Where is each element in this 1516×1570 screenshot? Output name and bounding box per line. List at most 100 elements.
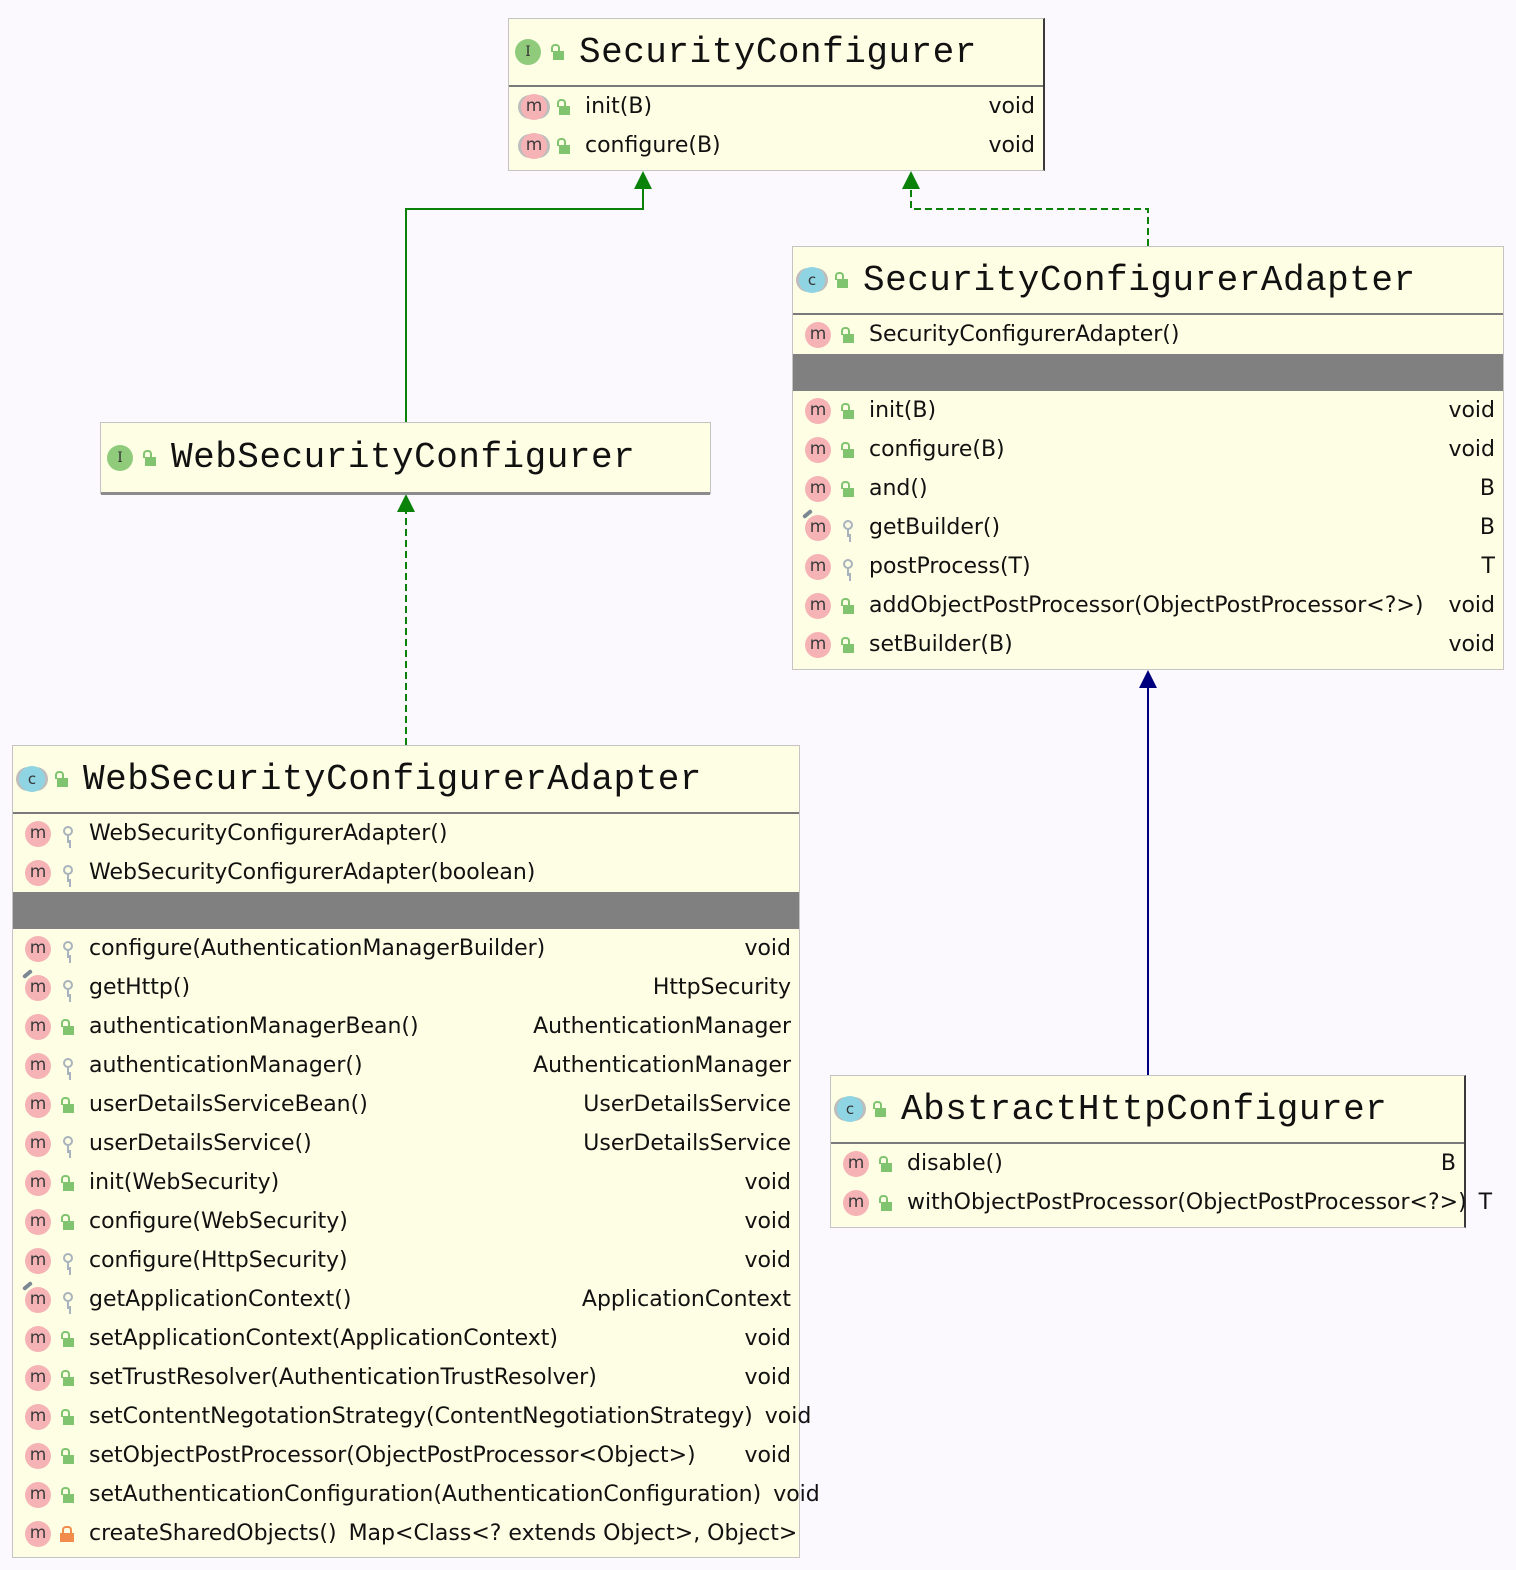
public-unlocked-icon xyxy=(839,480,855,498)
method-icon: m xyxy=(805,553,831,580)
member-row[interactable]: m withObjectPostProcessor(ObjectPostProce… xyxy=(831,1183,1492,1222)
public-unlocked-icon xyxy=(141,449,157,467)
member-return-type: void xyxy=(773,1482,820,1507)
protected-key-icon xyxy=(59,979,75,997)
member-name: setApplicationContext(ApplicationContext… xyxy=(89,1326,559,1351)
arrowhead-websecurityconfigurer xyxy=(397,494,415,512)
member-return-type: void xyxy=(744,1326,791,1351)
public-unlocked-icon xyxy=(59,1486,75,1504)
uml-interface-websecurityconfigurer[interactable]: I WebSecurityConfigurer xyxy=(100,422,711,495)
method-icon: m xyxy=(843,1189,869,1216)
member-name: getBuilder() xyxy=(869,515,1001,540)
protected-key-icon xyxy=(59,1135,75,1153)
method-icon: m xyxy=(25,859,51,886)
box-header: c WebSecurityConfigurerAdapter xyxy=(13,746,799,814)
member-name: SecurityConfigurerAdapter() xyxy=(869,322,1180,347)
public-unlocked-icon xyxy=(53,770,69,788)
member-name: setObjectPostProcessor(ObjectPostProcess… xyxy=(89,1443,696,1468)
arrowhead-securityconfigureradapter xyxy=(1139,670,1157,688)
box-header: I SecurityConfigurer xyxy=(509,19,1043,87)
member-name: init(WebSecurity) xyxy=(89,1170,280,1195)
public-unlocked-icon xyxy=(59,1096,75,1114)
member-return-type: HttpSecurity xyxy=(652,975,791,1000)
member-name: configure(B) xyxy=(585,133,721,158)
member-return-type: B xyxy=(1479,476,1495,501)
method-icon: m xyxy=(25,1169,51,1196)
public-unlocked-icon xyxy=(877,1194,893,1212)
private-lock-icon xyxy=(59,1525,75,1543)
method-icon: m xyxy=(25,1208,51,1235)
abstract-method-icon: m xyxy=(521,132,547,159)
member-row[interactable]: m init(B) void xyxy=(793,391,1503,430)
method-icon: m xyxy=(25,1247,51,1274)
method-icon: m xyxy=(805,592,831,619)
member-return-type: void xyxy=(1448,398,1495,423)
member-row[interactable]: m addObjectPostProcessor(ObjectPostProces… xyxy=(793,586,1503,625)
member-name: getApplicationContext() xyxy=(89,1287,352,1312)
member-return-type: void xyxy=(988,94,1035,119)
public-unlocked-icon xyxy=(877,1155,893,1173)
member-return-type: void xyxy=(1448,632,1495,657)
box-title: SecurityConfigurer xyxy=(579,31,977,73)
public-unlocked-icon xyxy=(839,441,855,459)
abstract-method-icon: m xyxy=(521,93,547,120)
protected-key-icon xyxy=(839,519,855,537)
member-name: init(B) xyxy=(869,398,937,423)
method-icon: m xyxy=(25,1052,51,1079)
member-name: withObjectPostProcessor(ObjectPostProces… xyxy=(907,1190,1467,1215)
protected-key-icon xyxy=(59,940,75,958)
member-name: createSharedObjects() xyxy=(89,1521,337,1546)
protected-key-icon xyxy=(59,1291,75,1309)
class-icon: c xyxy=(799,267,825,293)
method-icon: m xyxy=(805,397,831,424)
overriding-method-icon: m xyxy=(25,974,51,1001)
method-icon: m xyxy=(805,631,831,658)
overriding-method-icon: m xyxy=(805,514,831,541)
protected-key-icon xyxy=(59,1057,75,1075)
public-unlocked-icon xyxy=(871,1100,887,1118)
public-unlocked-icon xyxy=(839,326,855,344)
member-return-type: UserDetailsService xyxy=(583,1131,791,1156)
protected-key-icon xyxy=(839,558,855,576)
member-return-type: B xyxy=(1440,1151,1456,1176)
member-name: addObjectPostProcessor(ObjectPostProcess… xyxy=(869,593,1424,618)
member-return-type: UserDetailsService xyxy=(583,1092,791,1117)
class-icon: c xyxy=(19,766,45,792)
member-name: configure(WebSecurity) xyxy=(89,1209,348,1234)
method-icon: m xyxy=(25,1013,51,1040)
